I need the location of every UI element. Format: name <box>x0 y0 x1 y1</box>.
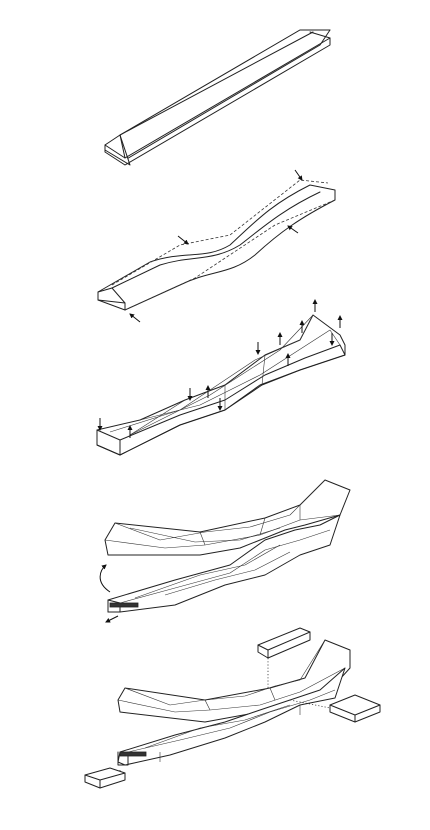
stage-4-split <box>99 479 351 623</box>
stage-5-assemble <box>84 627 381 789</box>
stage-3-fold <box>96 299 346 456</box>
stage-1-bar <box>104 29 331 166</box>
stage-2-bend <box>97 169 336 323</box>
